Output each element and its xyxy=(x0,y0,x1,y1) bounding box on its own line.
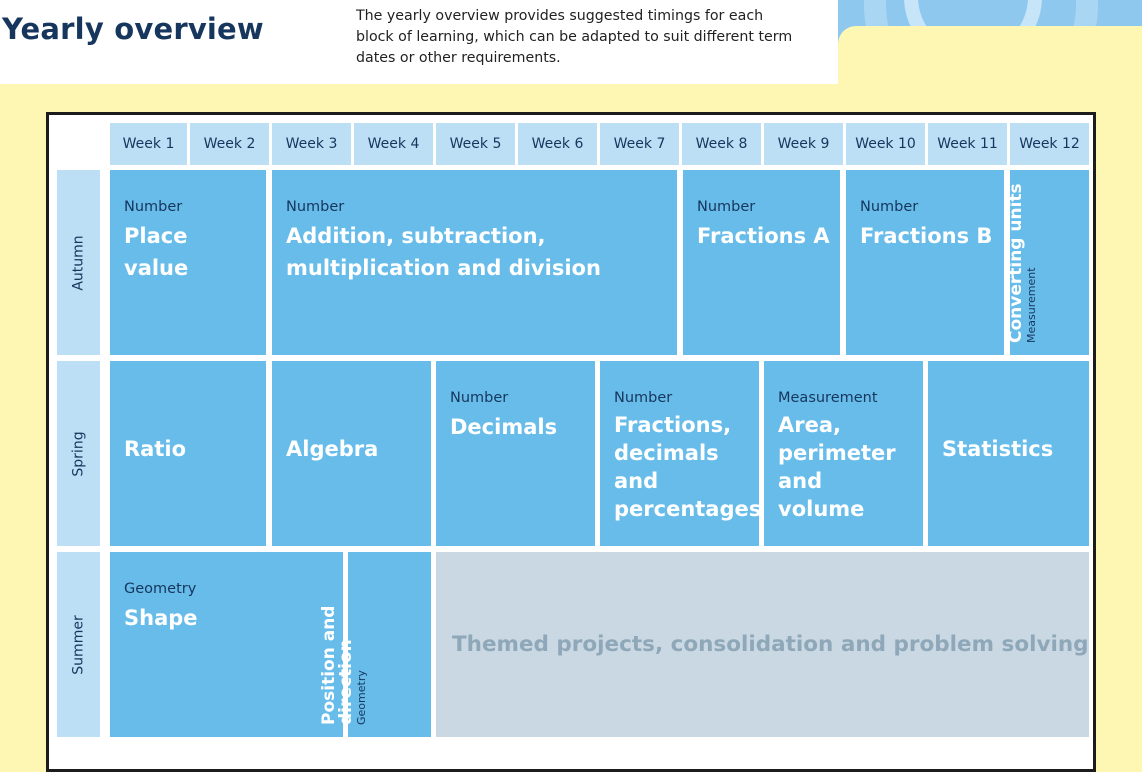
block-title-line-1: Area, xyxy=(778,413,841,437)
block-strand: Number xyxy=(124,199,183,215)
block-ratio[interactable]: Ratio xyxy=(110,361,266,546)
week-header-10: Week 10 xyxy=(846,123,925,165)
block-title: Fractions A xyxy=(697,224,830,248)
block-decimals[interactable]: Number Decimals xyxy=(436,361,595,546)
block-statistics[interactable]: Statistics xyxy=(928,361,1089,546)
block-algebra[interactable]: Algebra xyxy=(272,361,431,546)
block-strand: Number xyxy=(860,199,919,215)
block-position-direction[interactable]: Position and direction Geometry xyxy=(319,552,431,737)
block-strand: Number xyxy=(450,390,509,406)
block-title-line-1: Addition, subtraction, xyxy=(286,224,546,248)
block-title-line-3: and xyxy=(614,469,659,493)
block-strand: Measurement xyxy=(778,390,878,406)
block-place-value[interactable]: Number Place value xyxy=(110,170,266,355)
block-converting-units[interactable]: Converting units Measurement xyxy=(1006,170,1089,355)
term-label-autumn: Autumn xyxy=(57,170,100,355)
block-title: Algebra xyxy=(286,437,379,461)
week-header-2: Week 2 xyxy=(190,123,269,165)
block-strand: Number xyxy=(614,390,673,406)
week-header-6: Week 6 xyxy=(518,123,597,165)
overview-table: Week 1 Week 2 Week 3 Week 4 Week 5 Week … xyxy=(46,112,1096,772)
block-title-line-4: percentages xyxy=(614,497,762,521)
week-header-8: Week 8 xyxy=(682,123,761,165)
block-title-line-2: decimals xyxy=(614,441,719,465)
background-tab xyxy=(838,26,1142,106)
block-strand: Number xyxy=(286,199,345,215)
block-title-line-4: volume xyxy=(778,497,865,521)
block-title-line-2: direction xyxy=(336,639,356,725)
page-description: The yearly overview provides suggested t… xyxy=(356,8,793,66)
block-title-line-1: Fractions, xyxy=(614,413,732,437)
block-title-line-2: multiplication and division xyxy=(286,256,601,280)
block-title: Place value xyxy=(124,224,189,280)
block-strand: Geometry xyxy=(355,670,368,725)
block-addition-subtraction[interactable]: Number Addition, subtraction, multiplica… xyxy=(272,170,677,355)
block-title: Statistics xyxy=(942,437,1054,461)
week-header-9: Week 9 xyxy=(764,123,843,165)
week-header-11: Week 11 xyxy=(928,123,1007,165)
block-strand: Geometry xyxy=(124,581,197,597)
week-header-1: Week 1 xyxy=(110,123,187,165)
block-fractions-a[interactable]: Number Fractions A xyxy=(683,170,840,355)
block-shape[interactable]: Geometry Shape xyxy=(110,552,343,737)
block-title: Fractions B xyxy=(860,224,993,248)
week-header-3: Week 3 xyxy=(272,123,351,165)
block-title: Themed projects, consolidation and probl… xyxy=(452,631,1089,657)
block-title: Shape xyxy=(124,606,198,630)
block-title-line-2: perimeter xyxy=(778,441,896,465)
block-area-perimeter-volume[interactable]: Measurement Area, perimeter and volume xyxy=(764,361,923,546)
block-strand: Measurement xyxy=(1025,267,1038,343)
block-themed-projects[interactable]: Themed projects, consolidation and probl… xyxy=(436,552,1089,737)
block-title: Ratio xyxy=(124,437,187,461)
block-title: Decimals xyxy=(450,415,558,439)
week-header-7: Week 7 xyxy=(600,123,679,165)
header-card: Yearly overview The yearly overview prov… xyxy=(0,0,838,84)
block-title: Converting units xyxy=(1006,183,1026,343)
term-label-spring: Spring xyxy=(57,361,100,546)
week-header-5: Week 5 xyxy=(436,123,515,165)
block-strand: Number xyxy=(697,199,756,215)
week-header-4: Week 4 xyxy=(354,123,433,165)
block-fractions-decimals-percentages[interactable]: Number Fractions, decimals and percentag… xyxy=(600,361,762,546)
term-label-summer: Summer xyxy=(57,552,100,737)
block-title-line-3: and xyxy=(778,469,823,493)
block-fractions-b[interactable]: Number Fractions B xyxy=(846,170,1004,355)
page-title: Yearly overview xyxy=(2,12,264,46)
week-header-12: Week 12 xyxy=(1010,123,1089,165)
